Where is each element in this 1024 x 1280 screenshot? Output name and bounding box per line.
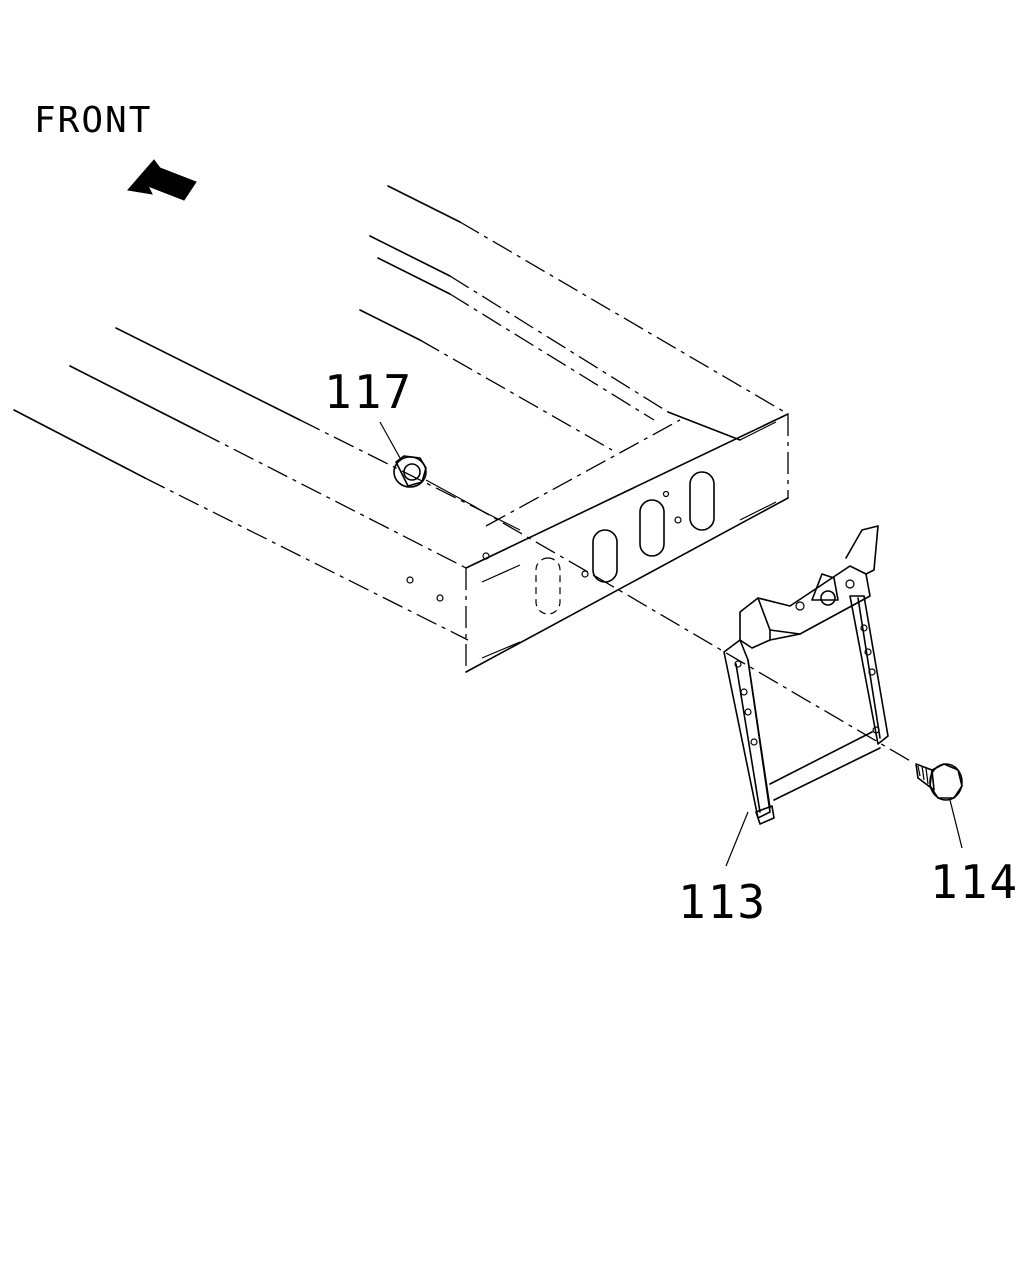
front-label: FRONT: [34, 100, 152, 141]
flange-nut: [393, 455, 427, 488]
front-indicator: FRONT: [34, 100, 197, 201]
rear-crossmember: [406, 411, 789, 673]
arrow-left-icon: [127, 159, 197, 201]
callout-114: 114: [930, 855, 1019, 909]
leader-114: [949, 799, 963, 849]
callout-117: 117: [324, 365, 413, 419]
nut-axis: [425, 479, 471, 505]
assembly-centerline-2: [594, 575, 913, 763]
assembly-centerline: [469, 503, 596, 577]
callout-113: 113: [678, 875, 767, 929]
leader-117: [379, 421, 401, 459]
leader-113: [725, 811, 749, 867]
mounting-bracket: [723, 525, 889, 825]
flange-bolt: [915, 763, 963, 801]
